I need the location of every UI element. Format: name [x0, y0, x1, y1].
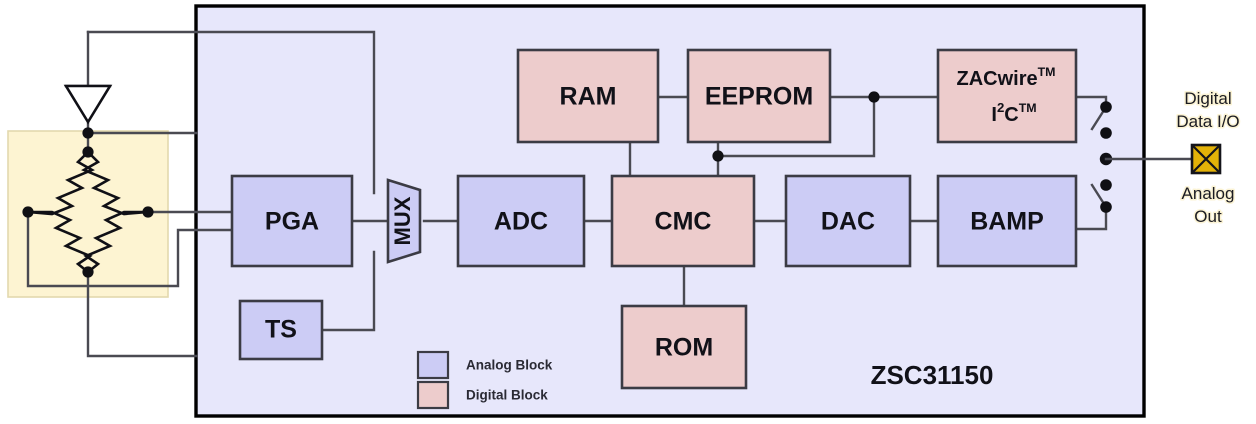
junction-dot-bridge-top — [82, 146, 94, 158]
block-zacwire-line2: I2CTM — [991, 100, 1036, 126]
block-pga[interactable]: PGA — [230, 174, 354, 268]
legend-swatch-analog — [416, 350, 450, 380]
block-zacwire-line1: ZACwireTM — [956, 65, 1055, 90]
output-pad-x-icon — [1191, 144, 1221, 174]
digital-io-label-line1: Digital — [1184, 89, 1231, 108]
legend-label-digital: Digital Block — [466, 388, 548, 403]
wire-bamp-to-switch — [1074, 205, 1108, 231]
junction-dot-diode — [82, 127, 94, 139]
block-mux-label: MUX — [390, 196, 415, 245]
i2c-i: I — [991, 104, 997, 126]
i2c-tm: TM — [1019, 101, 1037, 115]
block-cmc[interactable]: CMC — [610, 174, 756, 268]
diode-triangle — [63, 84, 113, 125]
block-eeprom-label: EEPROM — [705, 83, 813, 111]
block-zacwire[interactable]: ZACwireTM I2CTM — [936, 48, 1078, 144]
block-adc-label: ADC — [494, 208, 548, 236]
legend: Analog Block Digital Block — [416, 350, 553, 410]
block-bamp[interactable]: BAMP — [936, 174, 1078, 268]
i2c-c: C — [1004, 104, 1018, 126]
resistor-top-left — [27, 151, 95, 216]
chip-name-label: ZSC31150 — [871, 360, 994, 390]
junction-dot-eeprom-bus — [868, 91, 880, 103]
resistor-bottom-left — [28, 210, 93, 274]
block-bamp-label: BAMP — [970, 208, 1044, 236]
switch-contact-top[interactable] — [1100, 101, 1112, 113]
wire-bridge-left-to-pga — [26, 210, 234, 288]
switch-contact-bottom[interactable] — [1100, 201, 1112, 213]
digital-io-label-line2: Data I/O — [1176, 112, 1239, 131]
analog-out-label-line1: Analog — [1182, 184, 1235, 203]
analog-out-label-line2: Out — [1194, 207, 1222, 226]
block-cmc-label: CMC — [655, 208, 712, 236]
resistor-bottom-right — [83, 210, 148, 274]
wire-bridge-bottom-to-chip — [86, 270, 198, 358]
block-dac-label: DAC — [821, 208, 875, 236]
block-rom[interactable]: ROM — [620, 304, 748, 390]
block-ram[interactable]: RAM — [516, 48, 660, 144]
switch-contact-lower-mid[interactable] — [1100, 179, 1112, 191]
i2c-two: 2 — [997, 100, 1004, 115]
block-dac[interactable]: DAC — [784, 174, 912, 268]
junction-dot-bridge-left — [22, 206, 34, 218]
block-pga-label: PGA — [265, 208, 319, 236]
block-adc[interactable]: ADC — [456, 174, 586, 268]
block-mux[interactable]: MUX — [386, 178, 422, 264]
legend-swatch-digital — [416, 380, 450, 410]
junction-dot-bridge-right — [142, 206, 154, 218]
zacwire-tm: TM — [1038, 65, 1056, 79]
wire-eeprom-branch-to-cmc — [716, 95, 876, 158]
block-eeprom[interactable]: EEPROM — [686, 48, 832, 144]
block-ts[interactable]: TS — [238, 299, 324, 361]
switch-contact-upper-mid[interactable] — [1100, 127, 1112, 139]
junction-dot-cmc-bus — [712, 150, 724, 162]
wire-ts-to-mux — [320, 250, 376, 332]
block-ts-label: TS — [265, 316, 297, 344]
block-rom-label: ROM — [655, 334, 713, 362]
zacwire-name: ZACwire — [956, 68, 1037, 90]
legend-label-analog: Analog Block — [466, 358, 553, 373]
io-labels: Digital Data I/O Analog Out — [1175, 88, 1241, 228]
resistor-top-right — [81, 151, 149, 216]
junction-dot-bridge-bottom — [82, 266, 94, 278]
wire-supply-to-mux — [86, 30, 376, 195]
block-ram-label: RAM — [560, 83, 617, 111]
